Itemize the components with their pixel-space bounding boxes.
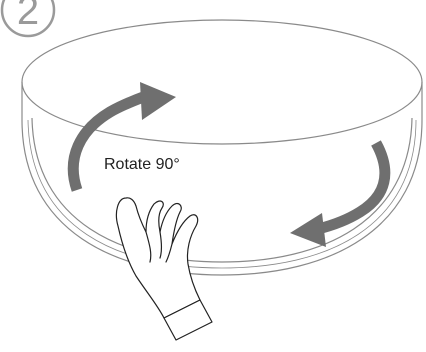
step-badge-circle: [0, 0, 56, 38]
rotate-arrow-right: [316, 140, 391, 235]
fixture-lens-ring-outer: [27, 119, 417, 269]
instruction-label: Rotate 90°: [104, 156, 180, 173]
fixture-top-rim: [21, 19, 423, 145]
hand-cuff: [163, 299, 213, 341]
rotate-arrow-right-head: [290, 213, 326, 247]
hand-crease-2: [159, 231, 163, 259]
hand-crease-1: [145, 231, 152, 263]
hand-crease-3: [165, 243, 173, 263]
fixture-body-outline: [21, 119, 423, 276]
step-badge: 2: [0, 0, 56, 38]
step-number: 2: [17, 0, 39, 33]
rotate-arrow-left-head: [140, 82, 176, 120]
ceiling-fixture: [21, 19, 423, 276]
hand-palm: [115, 197, 201, 319]
hand-icon: [115, 197, 213, 341]
fixture-lens-ring: [31, 117, 413, 263]
rotate-arrow-left: [67, 90, 148, 192]
rotation-arrows: [67, 82, 391, 247]
